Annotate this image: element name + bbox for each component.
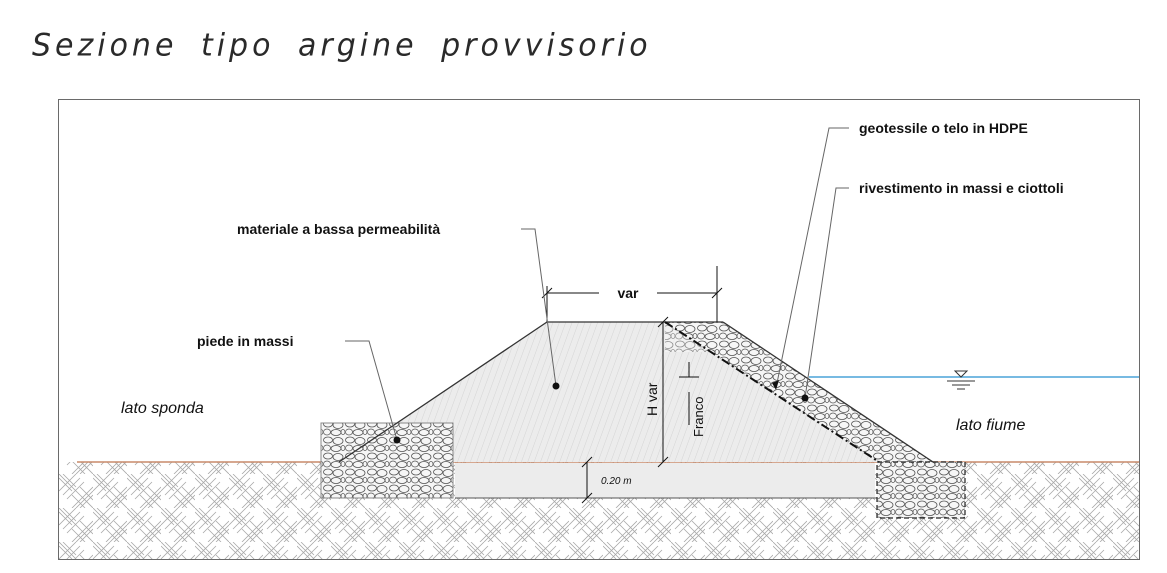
lining-callout-dot xyxy=(801,394,809,402)
bank-toe-block xyxy=(320,422,454,499)
fill-callout-dot xyxy=(552,382,560,390)
river-toe-block xyxy=(876,461,966,519)
toe-label: piede in massi xyxy=(197,333,293,349)
height-dimension xyxy=(657,316,669,468)
water-level-icon xyxy=(947,370,975,390)
river-side-label: lato fiume xyxy=(956,417,1025,434)
rock-lining xyxy=(665,322,933,462)
depth-label: 0.20 m xyxy=(601,476,632,487)
geotextile-label: geotessile o telo in HDPE xyxy=(859,120,1028,136)
freeboard-dimension xyxy=(679,362,699,425)
lining-label: rivestimento in massi e ciottoli xyxy=(859,180,1064,196)
drawing-frame: var H var Franco 0.20 m xyxy=(58,99,1140,560)
freeboard-label: Franco xyxy=(691,397,706,437)
page-title: Sezione tipo argine provvisorio xyxy=(32,27,652,64)
toe-callout-dot xyxy=(393,436,401,444)
levee-outline-river xyxy=(722,321,934,463)
depth-dimension xyxy=(581,456,593,504)
crest-rock-block xyxy=(665,322,717,352)
excavation-base xyxy=(455,463,875,498)
bank-side-label: lato sponda xyxy=(121,400,204,417)
height-label: H var xyxy=(644,382,660,416)
callout-lines xyxy=(345,127,849,441)
geotextile-callout-arrow xyxy=(772,380,779,390)
geotextile-line xyxy=(664,321,880,463)
fill-material-label: materiale a bassa permeabilità xyxy=(237,221,440,237)
crest-width-label: var xyxy=(617,285,639,301)
levee-section-diagram: var H var Franco 0.20 m xyxy=(59,120,1139,559)
